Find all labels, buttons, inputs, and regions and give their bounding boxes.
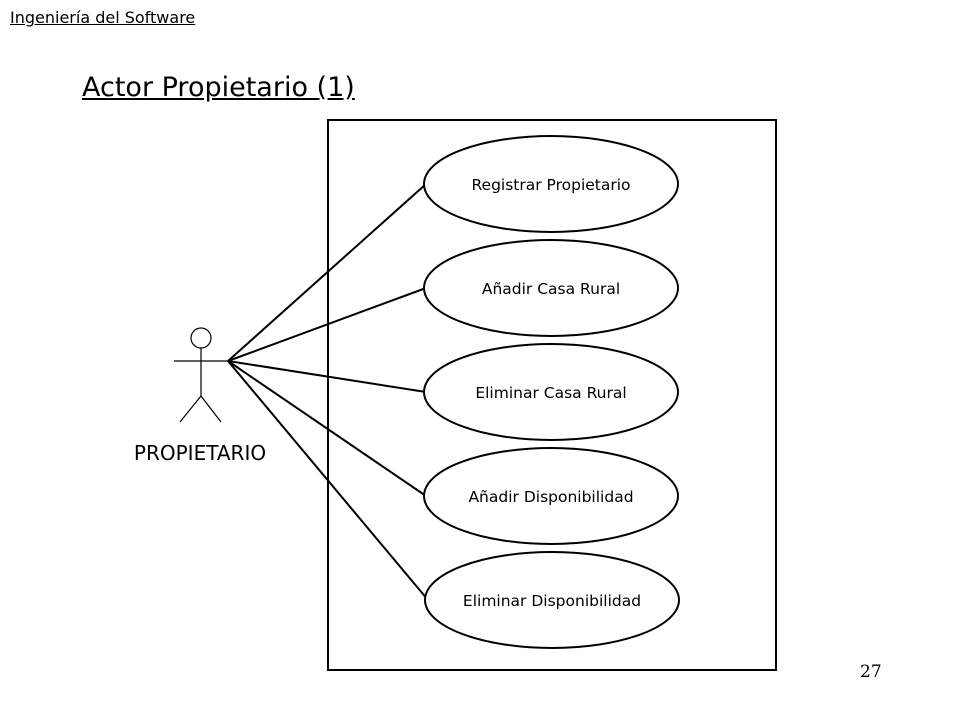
slide-title: Actor Propietario (1): [82, 72, 355, 103]
association-line-anadir-disponibilidad: [227, 360, 427, 497]
actor-label: PROPIETARIO: [134, 441, 266, 465]
association-line-registrar-propietario: [227, 183, 427, 362]
association-line-anadir-casa-rural: [227, 287, 427, 362]
use-case-anadir-casa-rural: Añadir Casa Rural: [423, 239, 679, 337]
use-case-label: Añadir Disponibilidad: [468, 488, 633, 506]
system-boundary: [327, 119, 777, 671]
association-line-eliminar-casa-rural: [227, 360, 427, 393]
course-header: Ingeniería del Software: [10, 8, 196, 27]
use-case-eliminar-disponibilidad: Eliminar Disponibilidad: [424, 551, 680, 649]
use-case-label: Registrar Propietario: [471, 176, 630, 194]
page-number: 27: [860, 662, 882, 682]
use-case-label: Añadir Casa Rural: [482, 280, 620, 298]
use-case-label: Eliminar Casa Rural: [475, 384, 626, 402]
actor-stick-figure: [174, 327, 228, 423]
use-case-label: Eliminar Disponibilidad: [463, 592, 641, 610]
use-case-eliminar-casa-rural: Eliminar Casa Rural: [423, 343, 679, 441]
association-line-eliminar-disponibilidad: [227, 360, 429, 601]
use-case-anadir-disponibilidad: Añadir Disponibilidad: [423, 447, 679, 545]
use-case-registrar-propietario: Registrar Propietario: [423, 135, 679, 233]
